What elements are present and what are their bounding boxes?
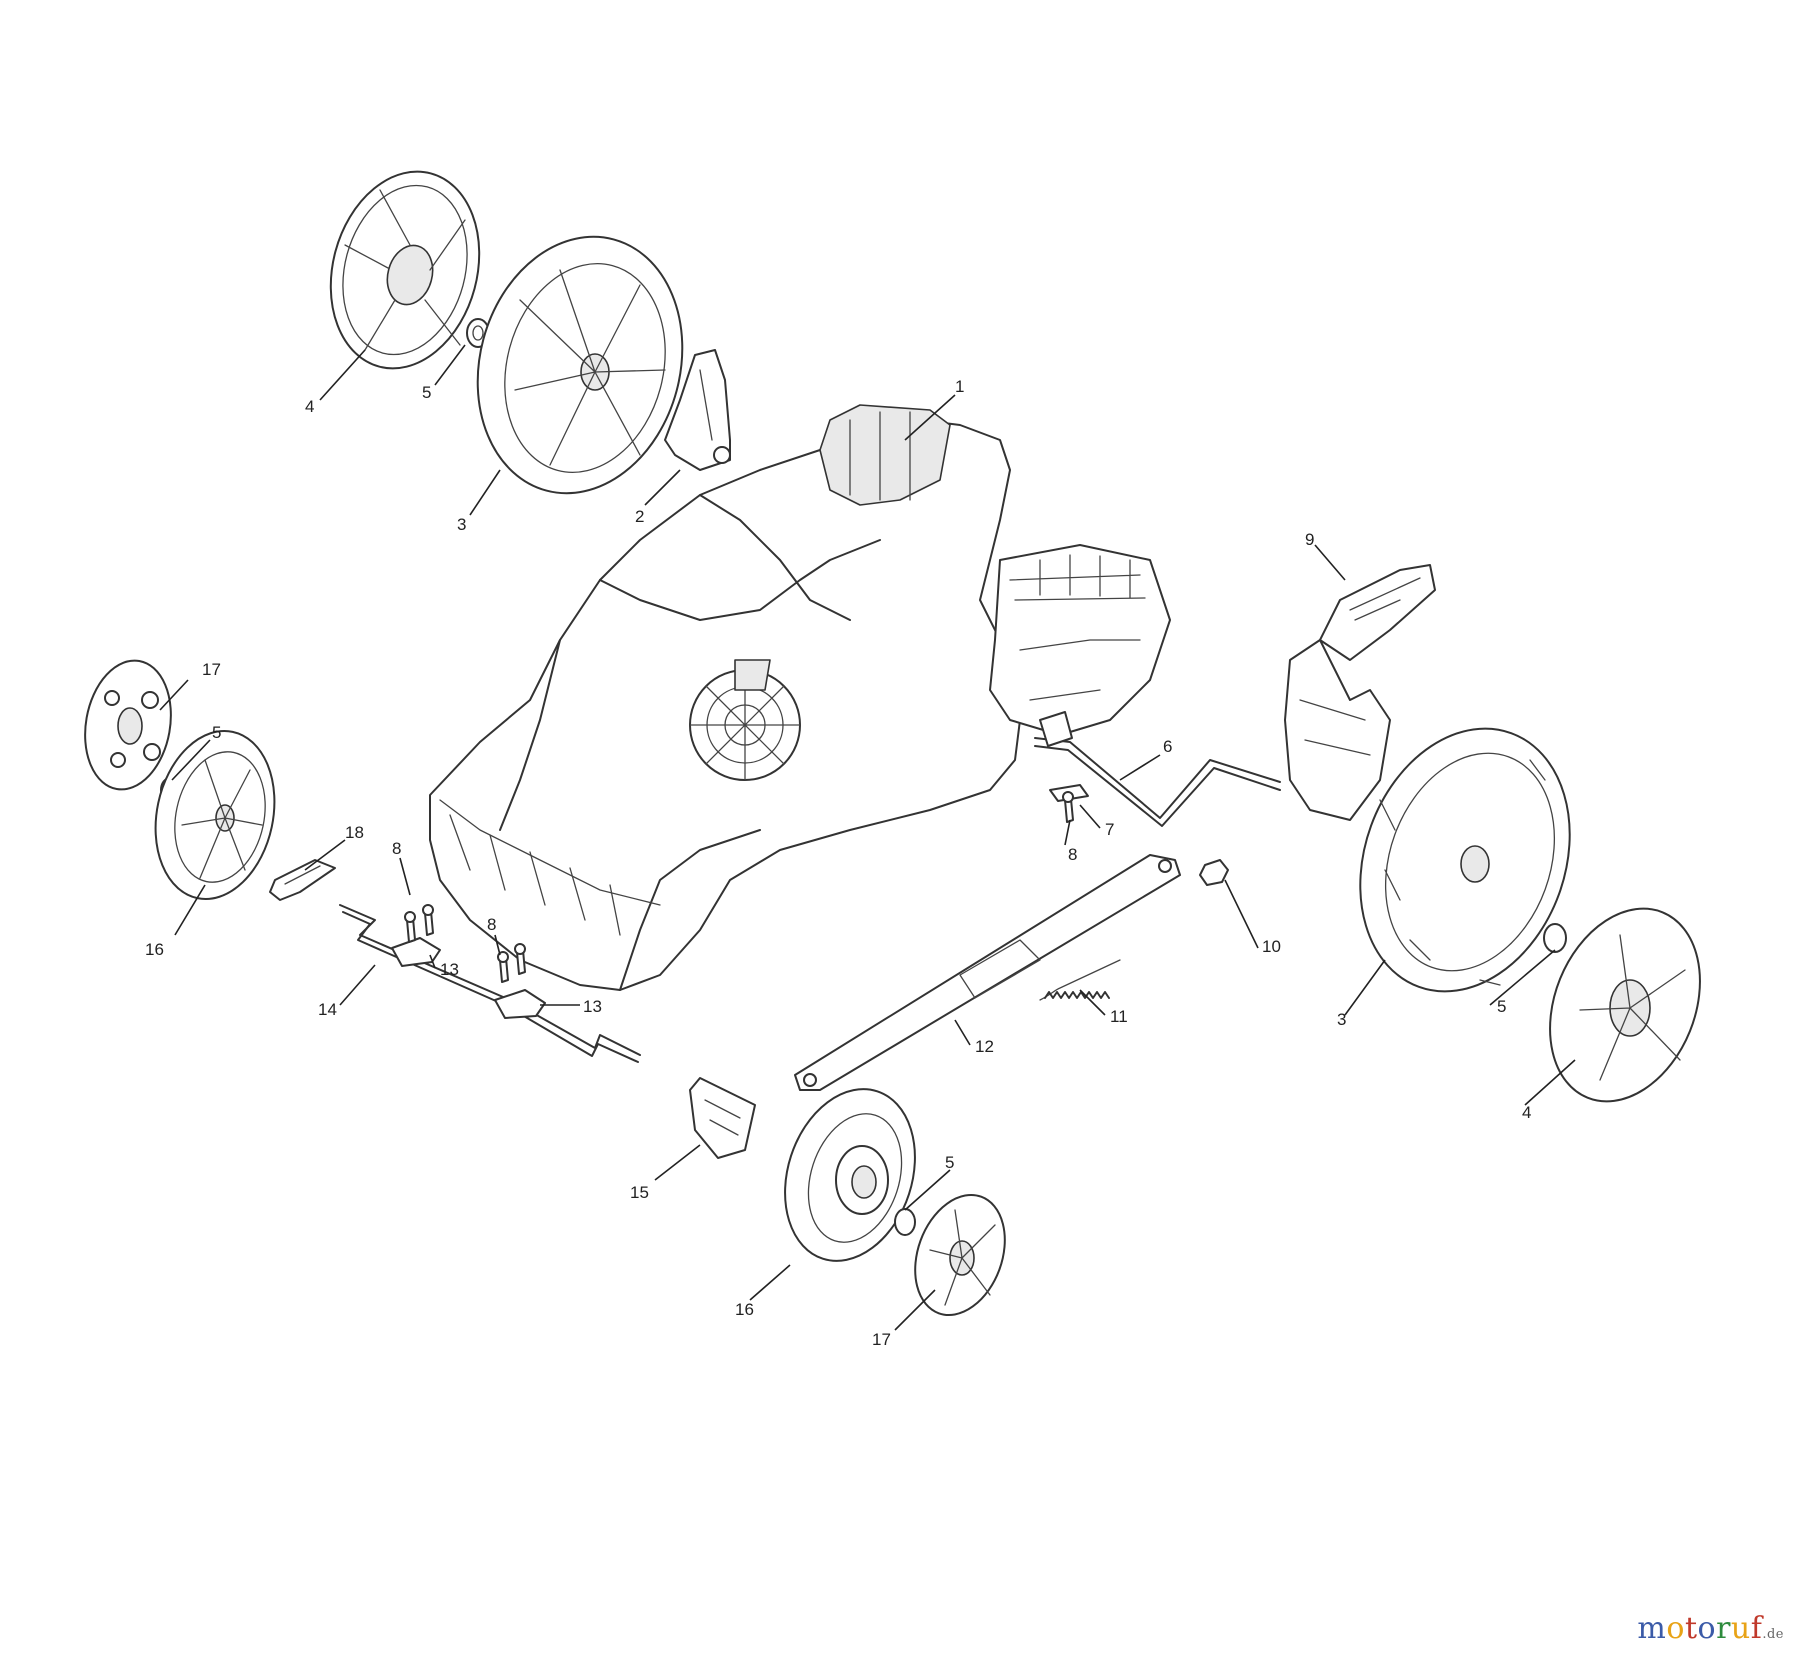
callout-10: 10 — [1262, 937, 1281, 956]
callout-15: 15 — [630, 1183, 649, 1202]
brand-letter: u — [1730, 1611, 1751, 1646]
callout-1: 1 — [955, 377, 964, 396]
rear-wheel-right — [1359, 727, 1571, 993]
callout-5-front-right: 5 — [945, 1153, 954, 1172]
hub-cap-front-right — [914, 1193, 1006, 1317]
callout-11: 11 — [1110, 1007, 1128, 1026]
callout-3-rear-left: 3 — [457, 515, 466, 534]
hub-cap-front-left — [84, 659, 172, 791]
washer-rear-right — [1543, 923, 1567, 953]
hub-cap-rear-left — [329, 170, 481, 370]
callout-5-front-left: 5 — [212, 723, 221, 742]
callout-8-right: 8 — [1068, 845, 1077, 864]
brand-letter: r — [1716, 1611, 1731, 1646]
front-wheel-right — [784, 1088, 916, 1262]
rear-wheel-left — [476, 235, 684, 495]
callout-7: 7 — [1105, 820, 1114, 839]
callout-18: 18 — [345, 823, 364, 842]
callout-5-rear-right: 5 — [1497, 997, 1506, 1016]
leader-lines — [159, 344, 1576, 1331]
callout-4-rear-right: 4 — [1522, 1103, 1531, 1122]
callout-8-upper: 8 — [392, 839, 401, 858]
axle-bracket-lower — [494, 989, 546, 1019]
motoruf-watermark-logo: motoruf.de — [1637, 1611, 1784, 1646]
callout-17-right: 17 — [872, 1330, 891, 1349]
height-adjust-plate — [664, 349, 731, 471]
mower-deck-housing — [429, 404, 1171, 991]
callout-labels: 1 2 3 4 5 9 6 7 8 10 11 12 3 5 4 17 5 16… — [145, 377, 1531, 1349]
brand-letter: m — [1637, 1611, 1667, 1646]
callout-16-right: 16 — [735, 1300, 754, 1319]
brand-tld: .de — [1762, 1627, 1784, 1642]
rear-axle-clip — [1039, 711, 1073, 747]
hub-cap-rear-right — [1549, 907, 1701, 1103]
screw-bracket — [1062, 791, 1074, 823]
callout-13-upper: 13 — [440, 960, 459, 979]
callout-8-lower: 8 — [487, 915, 496, 934]
brand-letter: f — [1750, 1611, 1763, 1646]
callout-9: 9 — [1305, 530, 1314, 549]
brand-letter: t — [1684, 1611, 1698, 1646]
callout-3-rear-right: 3 — [1337, 1010, 1346, 1029]
washer-front-right — [894, 1208, 916, 1236]
callout-14: 14 — [318, 1000, 337, 1019]
callout-12: 12 — [975, 1037, 994, 1056]
height-lever-clip — [269, 859, 336, 901]
brand-letter: o — [1697, 1611, 1717, 1646]
screws-lower — [497, 943, 526, 983]
tension-spring — [1039, 959, 1121, 1001]
callout-13-lower: 13 — [583, 997, 602, 1016]
motor-fan — [689, 659, 801, 781]
nut — [1199, 859, 1229, 886]
callout-6: 6 — [1163, 737, 1172, 756]
brand-letter: o — [1666, 1611, 1685, 1646]
brand-wordmark: motoruf — [1637, 1611, 1762, 1646]
height-adjust-lever — [1284, 564, 1436, 821]
front-axle-mount — [689, 1077, 756, 1159]
callout-2: 2 — [635, 507, 644, 526]
callout-16-left: 16 — [145, 940, 164, 959]
callout-17-left: 17 — [202, 660, 221, 679]
callout-4-rear-left: 4 — [305, 397, 314, 416]
screws-upper — [404, 904, 434, 943]
callout-5-rear-left: 5 — [422, 383, 431, 402]
height-lever-arm — [794, 854, 1181, 1091]
